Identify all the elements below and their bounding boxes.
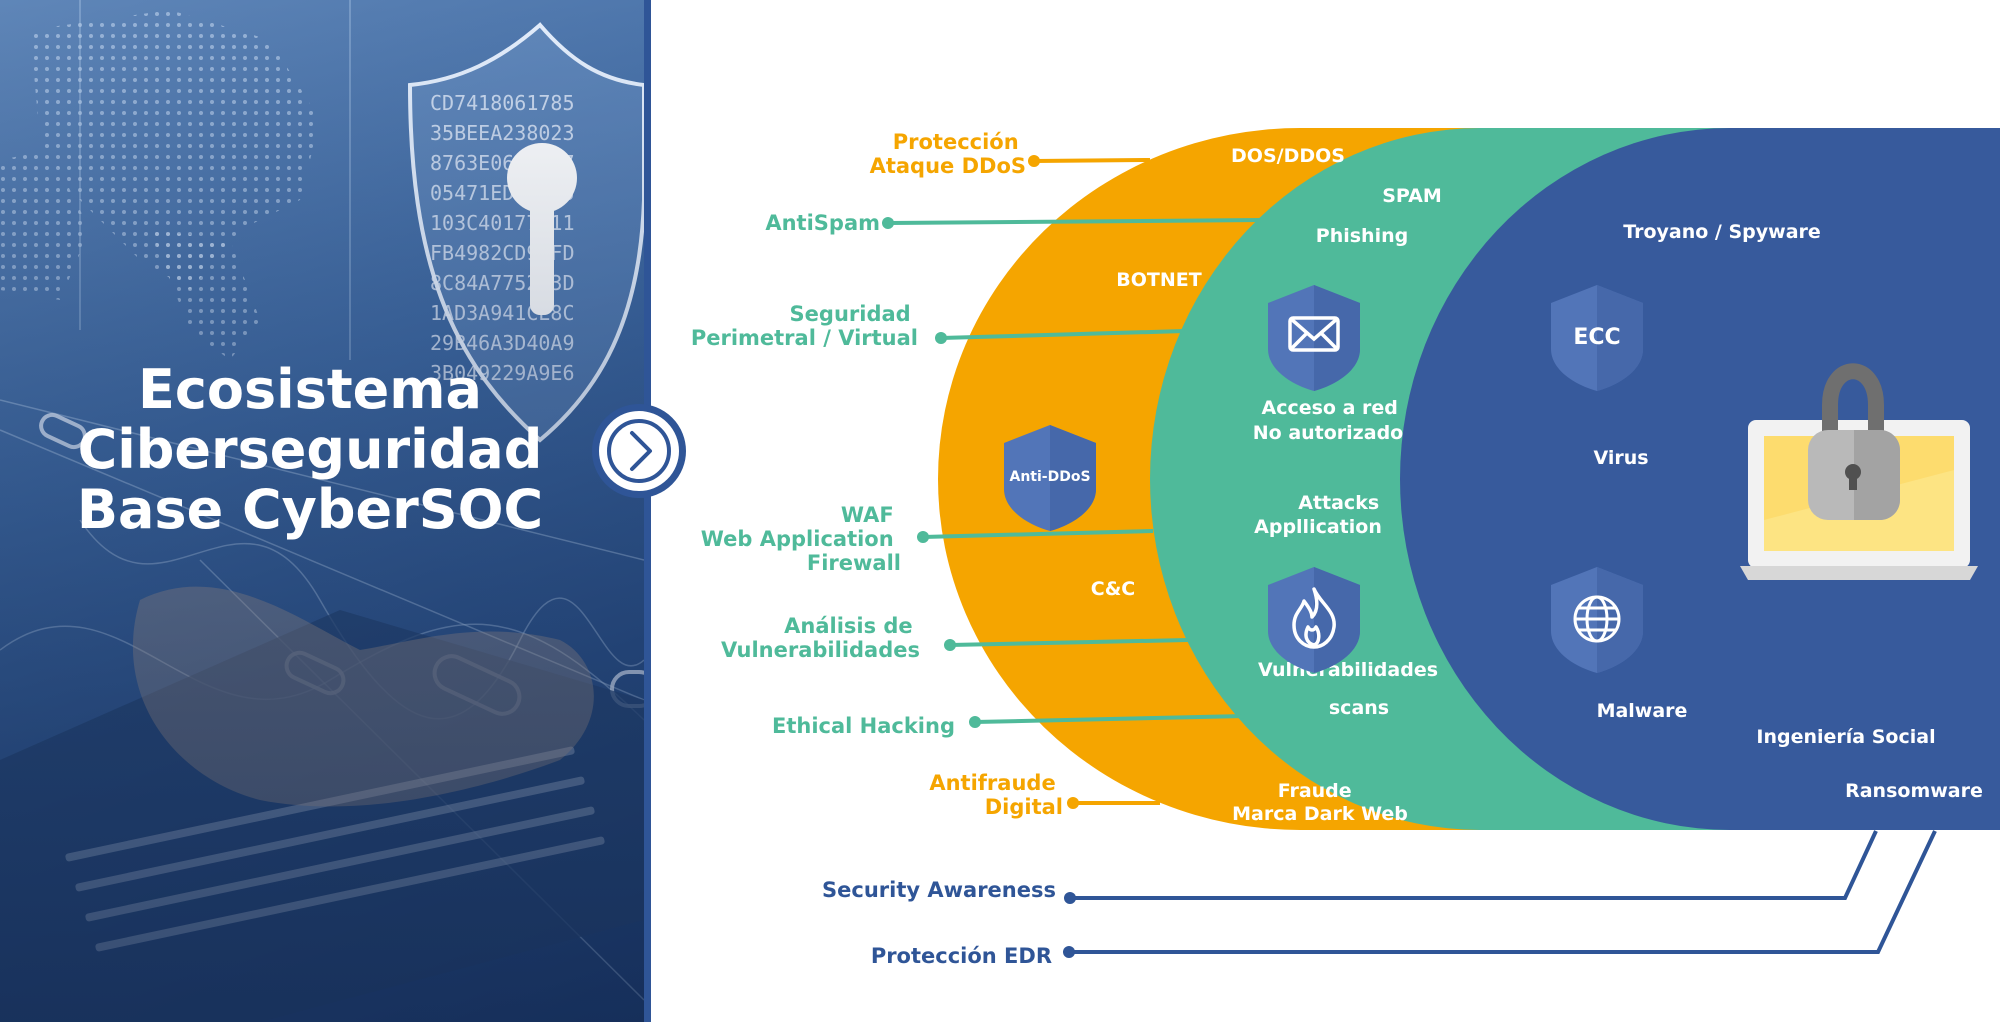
label-antifraude-line-1: Antifraude [929, 771, 1055, 795]
connector-waf-dot [917, 531, 929, 543]
label-antispam-line-1: AntiSpam [765, 211, 880, 235]
threat-cc: C&C [1091, 578, 1135, 600]
threat-acceso-line-2: No autorizado [1253, 422, 1403, 444]
label-security-awareness-line-1: Security Awareness [822, 878, 1056, 902]
threat-malware-line-1: Malware [1597, 700, 1688, 722]
threat-spam-line-1: SPAM [1382, 185, 1441, 207]
threat-fraude-line-1: Fraude [1278, 780, 1352, 802]
threat-attacks-line-1: Attacks [1298, 492, 1379, 514]
ecc-badge-label: ECC [1573, 325, 1620, 350]
envelope-icon [1288, 316, 1340, 352]
blue-region [1400, 128, 2000, 830]
threat-spam: SPAM [1382, 185, 1441, 207]
threat-ingenieria-social: Ingeniería Social [1756, 726, 1935, 748]
connector-vulnerabilidades-dot [944, 639, 956, 651]
threat-cc-line-1: C&C [1091, 578, 1135, 600]
connector-proteccion-edr [1069, 830, 1937, 954]
connector-ethical-hacking [974, 714, 1246, 724]
cyber-background-illustration: CD7418061785 35BEEA238023 8763E067D837 0… [0, 0, 644, 1022]
flame-icon [1292, 587, 1336, 649]
label-antifraude-line-2: Digital [985, 795, 1063, 819]
connector-security-awareness-dot [1064, 892, 1076, 904]
threat-ransomware: Ransomware [1845, 780, 1983, 802]
label-waf: WAF Web Application Firewall [701, 503, 901, 575]
label-proteccion-ddos-line-1: Protección [893, 130, 1019, 154]
connector-waf [922, 529, 1154, 539]
threat-phishing-line-1: Phishing [1316, 225, 1408, 247]
label-waf-line-3: Firewall [807, 551, 901, 575]
label-proteccion-edr: Protección EDR [871, 944, 1052, 968]
panel-divider [644, 0, 651, 1022]
label-proteccion-ddos: Protección Ataque DDoS [870, 130, 1026, 178]
label-seguridad-perimetral-line-1: Seguridad [790, 302, 911, 326]
threat-botnet-line-1: BOTNET [1116, 269, 1201, 291]
connector-ddos-dot [1028, 155, 1040, 167]
threat-ransomware-line-1: Ransomware [1845, 780, 1983, 802]
label-ethical-hacking-line-1: Ethical Hacking [772, 714, 955, 738]
connector-ethical-hacking-dot [969, 716, 981, 728]
threat-fraude-dark-web: Fraude Marca Dark Web [1232, 780, 1408, 825]
label-waf-line-1: WAF [841, 503, 894, 527]
threat-troyano-spyware: Troyano / Spyware [1623, 221, 1821, 243]
label-antifraude-digital: Antifraude Digital [929, 771, 1063, 819]
threat-troyano-line-1: Troyano / Spyware [1623, 221, 1821, 243]
title-line-1: Ecosistema [138, 358, 482, 421]
connector-perimetral-dot [935, 332, 947, 344]
connector-ddos [1033, 158, 1151, 163]
threat-vulnerabilidades-line-1: Vulnerabilidades [1258, 659, 1438, 681]
shield-badge-globe [1551, 567, 1643, 673]
connector-perimetral [940, 329, 1186, 340]
shield-badge-flame [1268, 567, 1360, 673]
connector-proteccion-edr-dot [1063, 946, 1075, 958]
hero-image-panel: CD7418061785 35BEEA238023 8763E067D837 0… [0, 0, 644, 1022]
threat-acceso-red: Acceso a red No autorizado [1253, 397, 1405, 444]
threat-vulnerabilidades: Vulnerabilidades [1258, 659, 1438, 681]
label-analisis-line-1: Análisis de [784, 614, 913, 638]
connector-security-awareness [1070, 830, 1878, 900]
threat-phishing: Phishing [1316, 225, 1408, 247]
threat-fraude-line-2: Marca Dark Web [1232, 803, 1408, 825]
threat-scans-line-1: scans [1329, 697, 1389, 719]
globe-icon [1573, 595, 1621, 643]
connector-antispam-dot [882, 217, 894, 229]
threat-attacks-line-2: Appllication [1254, 516, 1382, 538]
connector-antifraude-dot [1067, 797, 1079, 809]
threat-acceso-line-1: Acceso a red [1261, 397, 1397, 419]
threat-malware: Malware [1597, 700, 1688, 722]
anti-ddos-badge-label: Anti-DDoS [1009, 469, 1090, 485]
chevron-right-icon [607, 419, 671, 483]
label-security-awareness: Security Awareness [822, 878, 1056, 902]
label-seguridad-perimetral: Seguridad Perimetral / Virtual [691, 302, 918, 350]
shield-badge-anti-ddos: Anti-DDoS [1004, 425, 1096, 531]
label-waf-line-2: Web Application [701, 527, 894, 551]
threat-botnet: BOTNET [1116, 269, 1201, 291]
title-line-3: Base CyberSOC [76, 478, 544, 541]
shield-badge-email [1268, 285, 1360, 391]
threat-dos-ddos-line-1: DOS/DDOS [1231, 145, 1345, 167]
label-antispam: AntiSpam [765, 211, 880, 235]
connector-vulnerabilidades [949, 638, 1189, 647]
label-analisis-line-2: Vulnerabilidades [721, 638, 920, 662]
page-title: Ecosistema Ciberseguridad Base CyberSOC [30, 360, 590, 540]
label-seguridad-perimetral-line-2: Perimetral / Virtual [691, 326, 918, 350]
threat-virus: Virus [1593, 447, 1648, 469]
connector-lines [882, 155, 1937, 958]
title-line-2: Ciberseguridad [77, 418, 543, 481]
threat-attacks-application: Attacks Appllication [1254, 492, 1386, 538]
threat-dos-ddos: DOS/DDOS [1231, 145, 1345, 167]
threat-ingenieria-line-1: Ingeniería Social [1756, 726, 1935, 748]
label-analisis-vulnerabilidades: Análisis de Vulnerabilidades [721, 614, 920, 662]
label-ethical-hacking: Ethical Hacking [772, 714, 955, 738]
laptop-padlock-icon [1740, 363, 1978, 580]
next-arrow-button[interactable] [592, 404, 686, 498]
label-proteccion-edr-line-1: Protección EDR [871, 944, 1052, 968]
shield-badge-ecc: ECC [1551, 285, 1643, 391]
connector-antispam [887, 218, 1263, 225]
threat-virus-line-1: Virus [1593, 447, 1648, 469]
label-proteccion-ddos-line-2: Ataque DDoS [870, 154, 1026, 178]
threat-scans: scans [1329, 697, 1389, 719]
